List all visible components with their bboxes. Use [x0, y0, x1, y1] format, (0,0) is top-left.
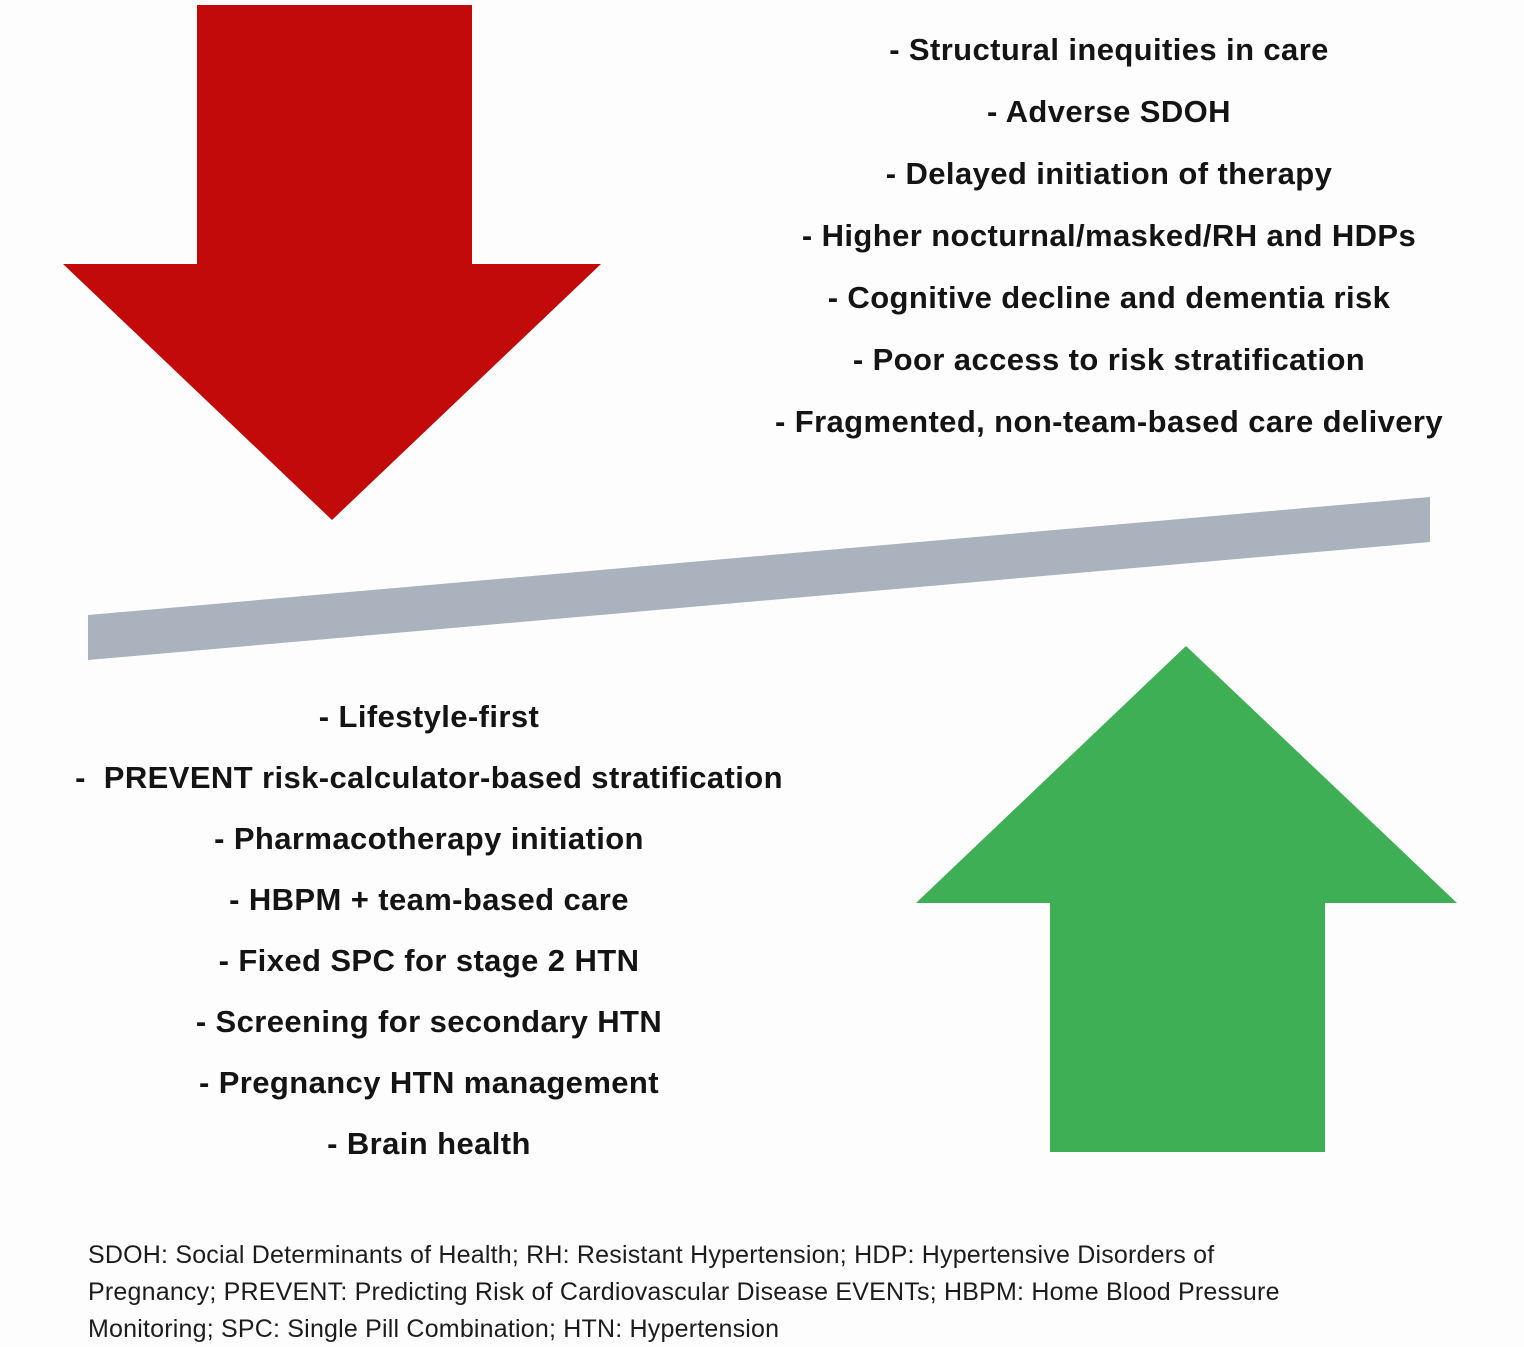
green-up-arrow-icon — [916, 646, 1457, 1152]
negative-factors-list: - Structural inequities in care - Advers… — [700, 19, 1518, 453]
list-item: - Cognitive decline and dementia risk — [827, 280, 1391, 315]
list-item: - Pregnancy HTN management — [198, 1065, 659, 1100]
footnote-line: Pregnancy; PREVENT: Predicting Risk of C… — [88, 1278, 1280, 1306]
abbreviations-footnote: SDOH: Social Determinants of Health; RH:… — [88, 1237, 1468, 1347]
list-item: - Pharmacotherapy initiation — [214, 821, 644, 856]
list-item: - Brain health — [327, 1126, 531, 1161]
balance-beam — [88, 497, 1430, 660]
positive-strategies-list: - Lifestyle-first - PREVENT risk-calcula… — [0, 686, 858, 1174]
list-item: - HBPM + team-based care — [229, 882, 629, 917]
list-item: - Structural inequities in care — [889, 32, 1329, 67]
footnote-line: Monitoring; SPC: Single Pill Combination… — [88, 1315, 780, 1343]
list-item: - Delayed initiation of therapy — [885, 156, 1333, 191]
list-item: - Fragmented, non-team-based care delive… — [775, 404, 1443, 439]
list-item: - Fixed SPC for stage 2 HTN — [218, 943, 640, 978]
footnote-line: SDOH: Social Determinants of Health; RH:… — [88, 1241, 1215, 1269]
list-item: - Poor access to risk stratification — [852, 342, 1366, 377]
list-item: - Screening for secondary HTN — [195, 1004, 663, 1039]
list-item: - Lifestyle-first — [318, 699, 540, 734]
list-item: - Higher nocturnal/masked/RH and HDPs — [801, 218, 1417, 253]
red-down-arrow-icon — [63, 5, 601, 520]
list-item: - Adverse SDOH — [987, 94, 1231, 129]
list-item: - PREVENT risk-calculator-based stratifi… — [75, 760, 783, 795]
